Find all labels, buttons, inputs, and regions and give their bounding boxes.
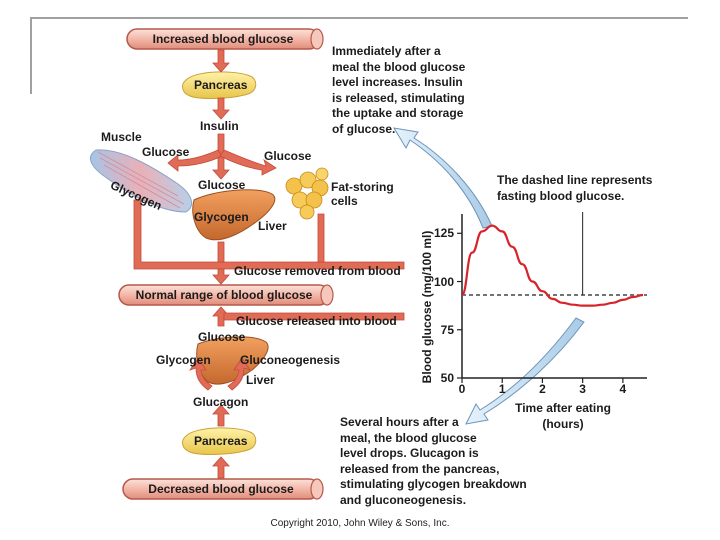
slide-frame — [30, 17, 688, 94]
glucagon-callout-arrow — [465, 317, 585, 425]
insulin-label: Insulin — [200, 119, 239, 133]
insulin-note: Immediately after a meal the blood gluco… — [332, 44, 466, 136]
glycogen-bottom-label: Glycogen — [156, 353, 211, 367]
liver-bottom-label: Liver — [246, 373, 275, 387]
glucagon-label: Glucagon — [193, 395, 249, 409]
glycogen-liver-label: Glycogen — [194, 210, 249, 224]
pancreas-bottom-shape — [182, 427, 257, 455]
liver-top-shape — [192, 189, 276, 241]
glucose-fat-label: Glucose — [264, 149, 312, 163]
muscle-label: Muscle — [101, 130, 142, 144]
glucose-muscle-label: Glucose — [142, 145, 190, 159]
chart-x-axis-title: Time after eating (hours) — [515, 401, 611, 431]
chart-y-axis-title: Blood glucose (mg/100 ml) — [420, 230, 434, 384]
glucose-curve — [460, 224, 644, 307]
glucose-bottom-label: Glucose — [198, 330, 246, 344]
pancreas-bottom-label: Pancreas — [194, 434, 248, 448]
gluconeogenesis-label: Gluconeogenesis — [240, 353, 341, 367]
chart-y-tick-label: 50 — [440, 371, 454, 385]
chart-y-tick-label: 100 — [433, 274, 454, 289]
fat-cells-cluster — [285, 167, 329, 220]
chart-x-tick-label: 2 — [539, 382, 546, 396]
glucagon-note: Several hours after a meal, the blood gl… — [340, 415, 527, 507]
flow-arrows — [133, 49, 405, 479]
dashed-line-note: The dashed line represents fasting blood… — [497, 173, 653, 203]
increased-glucose-label: Increased blood glucose — [152, 32, 294, 46]
copyright-text: Copyright 2010, John Wiley & Sons, Inc. — [270, 518, 450, 529]
chart-y-tick-label: 75 — [440, 322, 454, 337]
liver-top-label: Liver — [258, 219, 287, 233]
glucose-liver-label: Glucose — [198, 178, 246, 192]
fat-cells-label: Fat-storing cells — [331, 180, 394, 208]
normal-glucose-label: Normal range of blood glucose — [135, 288, 313, 302]
glucose-chart — [457, 212, 647, 383]
glucose-removed-label: Glucose removed from blood — [234, 264, 401, 278]
chart-x-tick-label: 3 — [579, 382, 586, 396]
chart-x-tick-label: 4 — [619, 382, 627, 396]
insulin-callout-arrow — [393, 127, 493, 229]
muscle-fiber-lines — [97, 151, 185, 209]
chart-y-tick-label: 125 — [433, 226, 454, 241]
normal-glucose-pill — [118, 284, 334, 306]
muscle-shape — [89, 149, 193, 213]
chart-x-tick-label: 1 — [498, 382, 506, 396]
glucose-released-label: Glucose released into blood — [236, 314, 397, 328]
pancreas-top-shape — [182, 71, 257, 99]
chart-x-tick-label: 0 — [458, 382, 466, 396]
decreased-glucose-pill — [122, 478, 324, 500]
decreased-glucose-label: Decreased blood glucose — [148, 482, 294, 496]
increased-glucose-pill — [126, 28, 324, 50]
pancreas-top-label: Pancreas — [194, 78, 248, 92]
